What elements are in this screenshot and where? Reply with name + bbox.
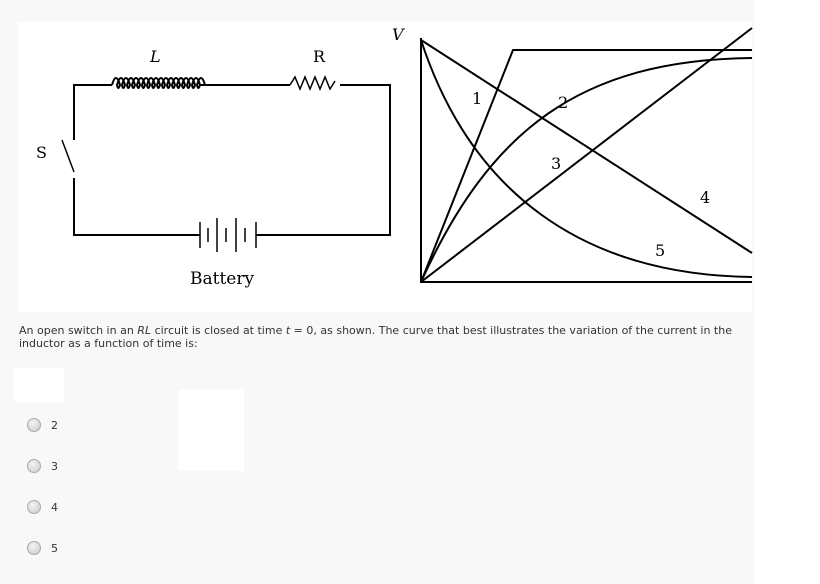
- battery-label: Battery: [190, 269, 254, 289]
- curve-3: [420, 27, 753, 283]
- resistor-label: R: [313, 47, 326, 66]
- radio-button[interactable]: [27, 418, 41, 432]
- option-5[interactable]: 5: [27, 541, 58, 555]
- curve-4: [420, 39, 753, 254]
- curve-label-1: 1: [472, 89, 482, 108]
- option-label: 5: [51, 541, 58, 555]
- inductor-label: L: [149, 47, 161, 66]
- radio-button[interactable]: [27, 500, 41, 514]
- option-label: 3: [51, 459, 58, 473]
- radio-button[interactable]: [27, 541, 41, 555]
- circuit-and-graph: L R S Battery V 1 2 3 4 5: [36, 25, 753, 289]
- option-2[interactable]: 2: [27, 418, 58, 432]
- curve-label-3: 3: [551, 154, 561, 173]
- axes: [420, 38, 752, 283]
- option-4[interactable]: 4: [27, 500, 58, 514]
- option-label: 4: [51, 500, 58, 514]
- curve-label-4: 4: [700, 188, 710, 207]
- axis-label: V: [392, 25, 405, 44]
- option-label: 2: [51, 418, 58, 432]
- curve-1: [420, 49, 752, 283]
- option-3[interactable]: 3: [27, 459, 58, 473]
- question-figure: [18, 22, 752, 312]
- blank-image: [178, 389, 244, 471]
- curve-5: [420, 39, 753, 278]
- rl-circuit: [61, 75, 391, 252]
- battery: [199, 218, 257, 252]
- curve-2: [420, 57, 753, 283]
- curve-label-5: 5: [655, 241, 665, 260]
- resistor: [289, 75, 336, 91]
- inductor-coil: [111, 77, 206, 89]
- switch: [61, 139, 75, 173]
- question-text: An open switch in an RL circuit is close…: [19, 324, 732, 350]
- radio-button[interactable]: [27, 459, 41, 473]
- curve-label-2: 2: [558, 93, 568, 112]
- graph: [420, 27, 753, 283]
- blank-image: [14, 368, 64, 402]
- switch-label: S: [36, 143, 47, 162]
